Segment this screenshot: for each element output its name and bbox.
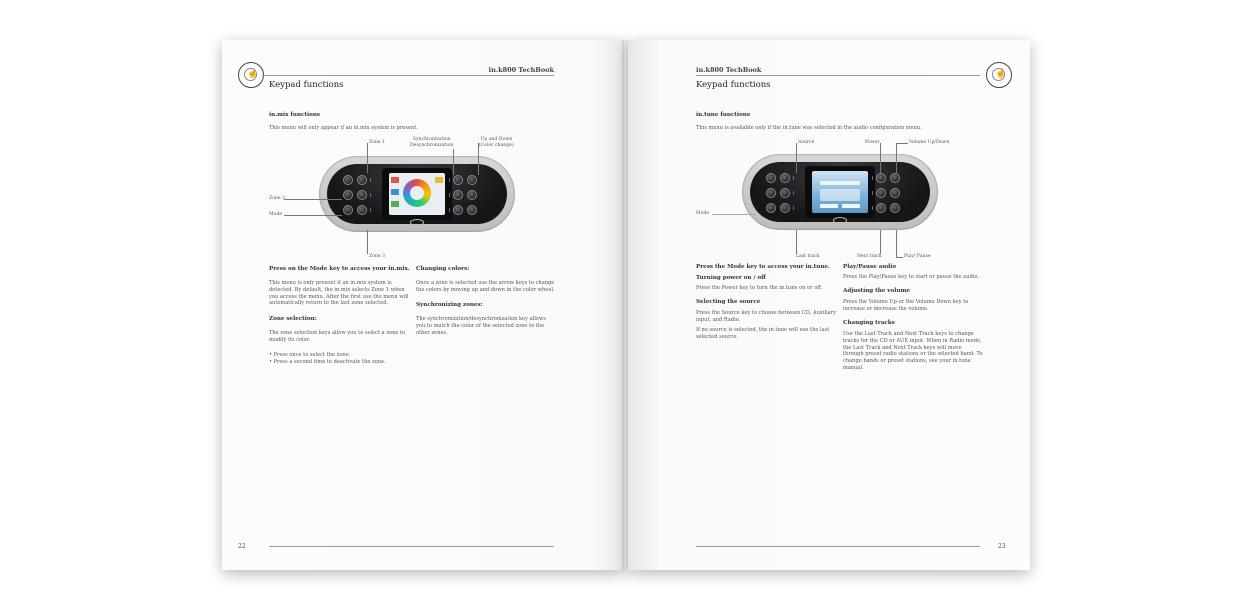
col2-heading-2: Synchronizing zones: [416, 302, 483, 308]
running-head: in.k800 TechBook [488, 66, 554, 74]
page-number: 22 [238, 543, 246, 550]
page-number: 23 [998, 543, 1006, 550]
col1-paragraph-2: The zone selection keys allow you to sel… [269, 330, 406, 343]
play-pause-key [890, 203, 900, 213]
col2-paragraph-2: Press the Volume Up or the Volume Down k… [843, 299, 969, 312]
section-title: Keypad functions [269, 80, 344, 90]
volume-down-key [890, 188, 900, 198]
color-wheel-screen [389, 173, 445, 215]
header-rule [696, 75, 980, 76]
col2-heading-2: Adjusting the volume [843, 288, 910, 294]
col1-paragraph-3: If no source is selected, the in.tune wi… [696, 327, 830, 340]
mode-key [780, 188, 790, 198]
book-spine [622, 40, 630, 570]
callout-play-pause: Play/ Pause [904, 254, 931, 259]
left-key-3 [766, 203, 776, 213]
right-key-2 [876, 188, 886, 198]
right-key-3 [453, 205, 463, 215]
up-key [467, 175, 477, 185]
left-page: ☝ in.k800 TechBook Keypad functions in.m… [222, 40, 624, 570]
hand-logo-icon: ☝ [986, 62, 1012, 88]
col2-paragraph-1: Press the Play/Pause key to start or pau… [843, 274, 979, 280]
col1-heading-1: Turning power on / off [696, 275, 766, 281]
col1-paragraph-1: Press the Power key to turn the in.tune … [696, 285, 823, 291]
source-key [766, 173, 776, 183]
down-key [467, 190, 477, 200]
col2-paragraph-2: The synchronization/desynchronization ke… [416, 316, 546, 336]
callout-source: Source [798, 140, 815, 145]
callout-sync: Synchronization Desynchronization [410, 137, 454, 148]
zone1-key [343, 175, 353, 185]
subsection-title: in.tune functions [696, 112, 750, 118]
callout-zone2: Zone 2 [269, 196, 286, 201]
zone1b-key [357, 175, 367, 185]
col1-paragraph-2: Press the Source key to choose between C… [696, 310, 837, 323]
mode-key [343, 205, 353, 215]
col2-paragraph-3: Use the Last Track and Next Track keys t… [843, 331, 983, 371]
callout-last-track: Last track [796, 254, 820, 259]
footer-rule [696, 546, 980, 547]
next-track-key [876, 203, 886, 213]
col1-paragraph-1: This menu is only present if an in.mix s… [269, 280, 409, 307]
right-key-2 [453, 190, 463, 200]
col2-heading-3: Changing tracks [843, 320, 895, 326]
right-key-4 [467, 205, 477, 215]
col1-bullet-2: • Press a second time to deactivate the … [269, 359, 386, 365]
callout-mode: Mode [696, 211, 710, 216]
callout-volume: Volume Up/Down [909, 140, 950, 145]
footer-rule [269, 546, 554, 547]
keypad-illustration [742, 154, 938, 230]
last-track-key [780, 203, 790, 213]
right-page: in.k800 TechBook ☝ Keypad functions in.t… [628, 40, 1030, 570]
col1-heading-0: Press the Mode key to access your in.tun… [696, 264, 830, 270]
zone3-key [357, 205, 367, 215]
zone2-key [343, 190, 353, 200]
col1-heading-2: Zone selection: [269, 316, 317, 322]
left-key-2 [766, 188, 776, 198]
col1-heading-2: Selecting the source [696, 299, 761, 305]
section-title: Keypad functions [696, 80, 771, 90]
subsection-title: in.mix functions [269, 112, 321, 118]
volume-up-key [890, 173, 900, 183]
callout-zone1: Zone 1 [369, 140, 386, 145]
left-key-1b [780, 173, 790, 183]
brand-badge-icon [833, 217, 847, 224]
col1-bullet-1: • Press once to select the zone. [269, 352, 351, 358]
callout-next-track: Next track [857, 254, 882, 259]
col2-heading-1: Changing colors: [416, 266, 470, 272]
sync-key [453, 175, 463, 185]
intro-text: This menu will only appear if an in.mix … [269, 125, 418, 131]
running-head: in.k800 TechBook [696, 66, 762, 74]
hand-logo-icon: ☝ [238, 62, 264, 88]
zone2b-key [357, 190, 367, 200]
col1-heading-1: Press on the Mode key to access your in.… [269, 266, 410, 272]
keypad-illustration [319, 156, 515, 232]
col2-paragraph-1: Once a zone is selected use the arrow ke… [416, 280, 555, 293]
header-rule [262, 75, 554, 76]
callout-updown: Up and Down (Color change) [479, 137, 514, 148]
power-key [876, 173, 886, 183]
col2-heading-1: Play/Pause audio [843, 264, 897, 270]
callout-mode: Mode [269, 212, 283, 217]
brand-badge-icon [410, 219, 424, 226]
audio-screen [812, 171, 868, 213]
callout-zone3: Zone 3 [369, 254, 386, 259]
callout-power: Power [865, 140, 880, 145]
intro-text: This menu is available only if the in.tu… [696, 125, 922, 131]
